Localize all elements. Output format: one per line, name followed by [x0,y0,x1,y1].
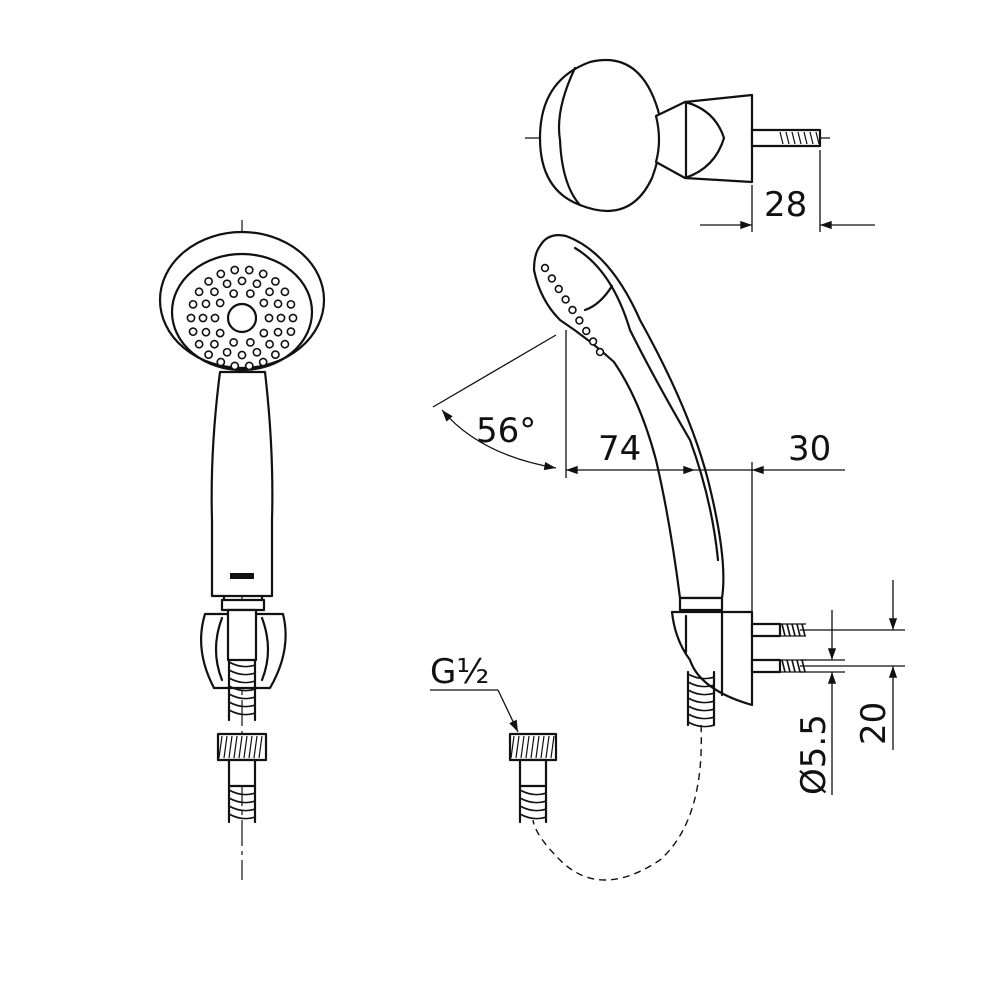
front-handle [210,370,274,598]
hose-path [532,724,703,881]
front-hose-nut [216,732,268,824]
side-hose-nut [508,732,558,824]
front-spray-head [158,230,326,372]
side-spray-nozzles [540,263,605,357]
top-view-holder: 28 [525,58,875,232]
dim-20-label: 20 [854,702,894,745]
side-shower-body [532,234,725,600]
brand-logo [230,573,254,579]
dim-diameter-label: Ø5.5 [794,714,834,795]
front-hose-thread [227,658,257,722]
holder-cup-outline [538,58,662,213]
spray-nozzles [186,265,298,371]
dim-28-label: 28 [764,185,807,225]
holder-screw [750,128,822,148]
side-connector-ring [678,596,724,612]
dim-74-label: 74 [598,429,641,469]
side-wall-holder [670,610,754,707]
thread-label: G½ [430,652,489,692]
side-view: G½ 56° 74 30 20 Ø5.5 [430,234,905,881]
wall-screws [780,623,806,673]
center-nozzle [226,302,258,334]
front-view [158,220,326,880]
dim-angle-label: 56° [476,411,536,451]
hose-connector-ring [220,598,266,612]
dim-30-label: 30 [788,429,831,469]
